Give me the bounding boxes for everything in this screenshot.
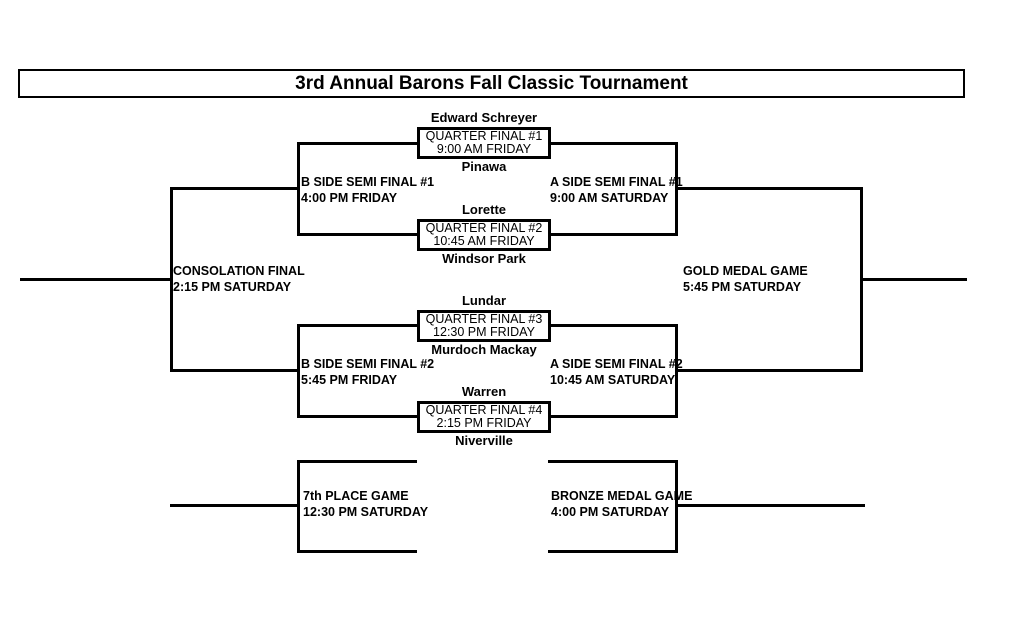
quarterfinal-2-box: QUARTER FINAL #2 10:45 AM FRIDAY bbox=[417, 219, 551, 251]
game-name: GOLD MEDAL GAME bbox=[683, 264, 808, 278]
game-label-a-side-semi-final-2: A SIDE SEMI FINAL #2 10:45 AM SATURDAY bbox=[550, 357, 683, 388]
quarterfinal-1-label: QUARTER FINAL #1 bbox=[425, 129, 543, 143]
game-label-seventh-place-game: 7th PLACE GAME 12:30 PM SATURDAY bbox=[303, 489, 428, 520]
bracket-line-asemi2-join bbox=[675, 369, 863, 372]
bracket-line-qf3-left-stub bbox=[297, 324, 418, 327]
quarterfinal-4-box: QUARTER FINAL #4 2:15 PM FRIDAY bbox=[417, 401, 551, 433]
bracket-line-seventh-vertical bbox=[297, 460, 300, 553]
bracket-line-bronze-top bbox=[548, 460, 678, 463]
game-name: 7th PLACE GAME bbox=[303, 489, 409, 503]
game-label-bronze-medal-game: BRONZE MEDAL GAME 4:00 PM SATURDAY bbox=[551, 489, 692, 520]
bracket-line-qf4-right-stub bbox=[549, 415, 675, 418]
game-time: 12:30 PM SATURDAY bbox=[303, 504, 429, 519]
quarterfinal-2-time: 10:45 AM FRIDAY bbox=[433, 234, 535, 248]
game-name: B SIDE SEMI FINAL #2 bbox=[301, 357, 435, 371]
game-label-gold-medal-game: GOLD MEDAL GAME 5:45 PM SATURDAY bbox=[683, 264, 808, 295]
game-name: BRONZE MEDAL GAME bbox=[551, 489, 693, 503]
tournament-title: 3rd Annual Barons Fall Classic Tournamen… bbox=[295, 72, 688, 94]
bracket-line-bronze-out bbox=[678, 504, 865, 507]
bracket-line-seventh-feeder bbox=[170, 504, 297, 507]
quarterfinal-3-label: QUARTER FINAL #3 bbox=[425, 312, 543, 326]
bracket-line-gold-out bbox=[860, 278, 967, 281]
game-time: 2:15 PM SATURDAY bbox=[173, 279, 292, 294]
bracket-line-qf1-left-stub bbox=[297, 142, 418, 145]
game-time: 4:00 PM SATURDAY bbox=[551, 504, 670, 519]
tournament-title-box: 3rd Annual Barons Fall Classic Tournamen… bbox=[18, 69, 965, 98]
bracket-line-asemi1-join bbox=[675, 187, 863, 190]
team-name-qf2-top: Lorette bbox=[461, 202, 507, 217]
bracket-line-seventh-bottom bbox=[297, 550, 417, 553]
game-name: CONSOLATION FINAL bbox=[173, 264, 305, 278]
game-label-a-side-semi-final-1: A SIDE SEMI FINAL #1 9:00 AM SATURDAY bbox=[550, 175, 683, 206]
bracket-line-qf1-right-stub bbox=[549, 142, 675, 145]
bracket-line-bronze-bottom bbox=[548, 550, 678, 553]
bracket-line-bsemi2-join bbox=[170, 369, 300, 372]
quarterfinal-3-box: QUARTER FINAL #3 12:30 PM FRIDAY bbox=[417, 310, 551, 342]
bracket-line-qf2-left-stub bbox=[297, 233, 418, 236]
game-label-b-side-semi-final-1: B SIDE SEMI FINAL #1 4:00 PM FRIDAY bbox=[301, 175, 434, 206]
bracket-line-consolation-out bbox=[20, 278, 173, 281]
quarterfinal-3-time: 12:30 PM FRIDAY bbox=[433, 325, 535, 339]
game-time: 9:00 AM SATURDAY bbox=[550, 190, 669, 205]
game-name: B SIDE SEMI FINAL #1 bbox=[301, 175, 435, 189]
team-name-qf4-top: Warren bbox=[461, 384, 507, 399]
team-name-qf1-top: Edward Schreyer bbox=[430, 110, 538, 125]
game-label-consolation-final: CONSOLATION FINAL 2:15 PM SATURDAY bbox=[173, 264, 305, 295]
quarterfinal-1-time: 9:00 AM FRIDAY bbox=[436, 142, 532, 156]
bracket-line-seventh-top bbox=[297, 460, 417, 463]
quarterfinal-4-label: QUARTER FINAL #4 bbox=[425, 403, 543, 417]
team-name-qf1-bottom: Pinawa bbox=[461, 159, 507, 174]
game-time: 5:45 PM FRIDAY bbox=[301, 372, 398, 387]
game-time: 4:00 PM FRIDAY bbox=[301, 190, 398, 205]
game-name: A SIDE SEMI FINAL #1 bbox=[550, 175, 683, 189]
team-name-qf4-bottom: Niverville bbox=[455, 433, 513, 448]
bracket-line-qf3-right-stub bbox=[549, 324, 675, 327]
bracket-line-bronze-vertical bbox=[675, 460, 678, 553]
game-label-b-side-semi-final-2: B SIDE SEMI FINAL #2 5:45 PM FRIDAY bbox=[301, 357, 434, 388]
bracket-line-qf2-right-stub bbox=[549, 233, 675, 236]
game-time: 5:45 PM SATURDAY bbox=[683, 279, 802, 294]
team-name-qf2-bottom: Windsor Park bbox=[442, 251, 526, 266]
team-name-qf3-bottom: Murdoch Mackay bbox=[431, 342, 537, 357]
quarterfinal-1-box: QUARTER FINAL #1 9:00 AM FRIDAY bbox=[417, 127, 551, 159]
team-name-qf3-top: Lundar bbox=[461, 293, 507, 308]
game-time: 10:45 AM SATURDAY bbox=[550, 372, 676, 387]
game-name: A SIDE SEMI FINAL #2 bbox=[550, 357, 683, 371]
quarterfinal-2-label: QUARTER FINAL #2 bbox=[425, 221, 543, 235]
bracket-line-bsemi1-join bbox=[170, 187, 300, 190]
bracket-line-qf4-left-stub bbox=[297, 415, 418, 418]
quarterfinal-4-time: 2:15 PM FRIDAY bbox=[436, 416, 532, 430]
